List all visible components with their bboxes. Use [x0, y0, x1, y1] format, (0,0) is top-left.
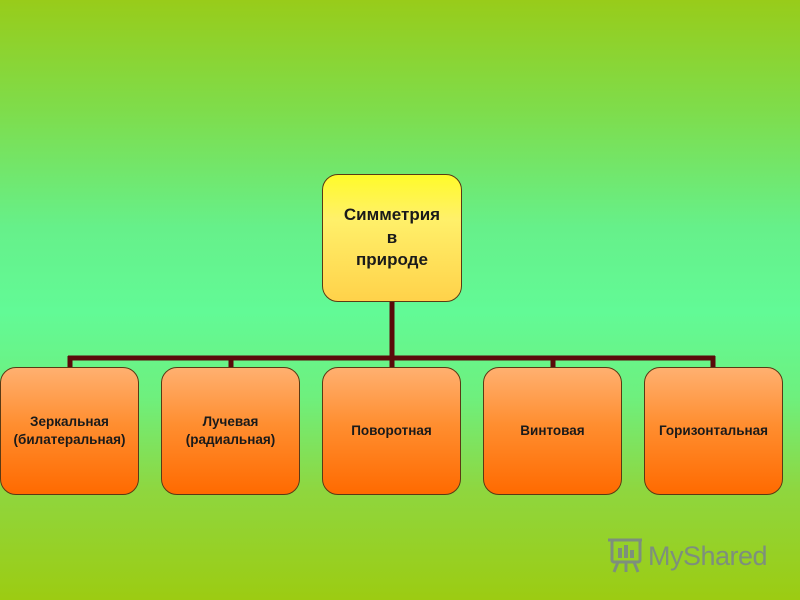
- presentation-board-icon: [608, 538, 642, 573]
- root-node: Симметрия в природе: [322, 174, 462, 302]
- child-node-horizontal: Горизонтальная: [644, 367, 783, 495]
- watermark-logo: MyShared: [606, 536, 768, 576]
- child-node-label: Винтовая: [520, 422, 585, 438]
- child-node-mirror: Зеркальная (билатеральная): [0, 367, 139, 495]
- child-node-rotational: Поворотная: [322, 367, 461, 495]
- root-node-label: Симметрия в природе: [343, 205, 441, 270]
- child-node-label: Поворотная: [351, 422, 432, 438]
- child-node-label: Лучевая (радиальная): [185, 413, 276, 447]
- child-node-helical: Винтовая: [483, 367, 622, 495]
- watermark-text: MyShared: [648, 540, 768, 571]
- child-node-label: Зеркальная (билатеральная): [13, 413, 126, 447]
- child-node-label: Горизонтальная: [658, 422, 769, 438]
- child-node-radial: Лучевая (радиальная): [161, 367, 300, 495]
